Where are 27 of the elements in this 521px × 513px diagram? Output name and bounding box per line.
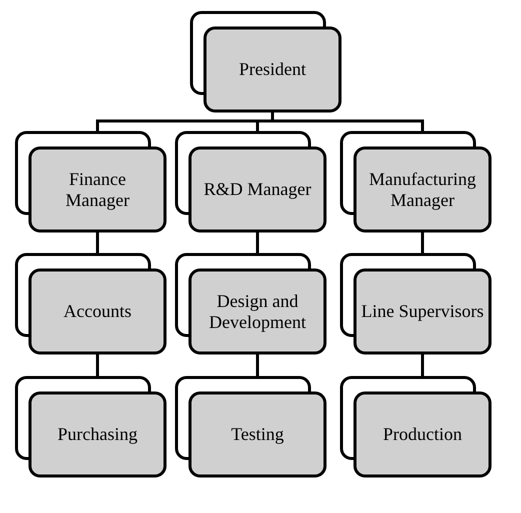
box-label: Manufacturing Manager (368, 168, 477, 210)
org-chart-box (15, 376, 167, 478)
box-label: Design and Development (208, 290, 307, 332)
box-label: President (239, 59, 306, 80)
org-chart-box (15, 253, 167, 355)
org-chart-box (15, 131, 167, 233)
box-label: Accounts (64, 301, 132, 322)
org-chart-box (340, 253, 492, 355)
connector-line (421, 231, 424, 253)
org-chart-box (340, 131, 492, 233)
org-chart-box (340, 376, 492, 478)
org-chart-box (175, 131, 327, 233)
org-chart-box (190, 11, 342, 113)
connector-line (96, 231, 99, 253)
org-chart-box (175, 253, 327, 355)
connector-line (256, 231, 259, 253)
box-label: Testing (231, 424, 284, 445)
box-label: Purchasing (58, 424, 138, 445)
connector-line (256, 353, 259, 376)
org-chart-box (175, 376, 327, 478)
box-label: R&D Manager (204, 179, 312, 200)
box-label: Line Supervisors (361, 301, 484, 322)
box-label: Finance Manager (64, 168, 130, 210)
box-label: Production (383, 424, 462, 445)
connector-line (96, 353, 99, 376)
connector-line (421, 353, 424, 376)
connector-line (271, 111, 424, 131)
